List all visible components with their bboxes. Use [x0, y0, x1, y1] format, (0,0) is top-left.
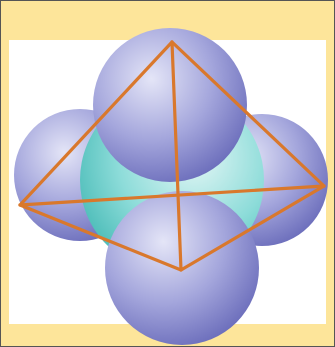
top-sphere	[93, 28, 247, 182]
